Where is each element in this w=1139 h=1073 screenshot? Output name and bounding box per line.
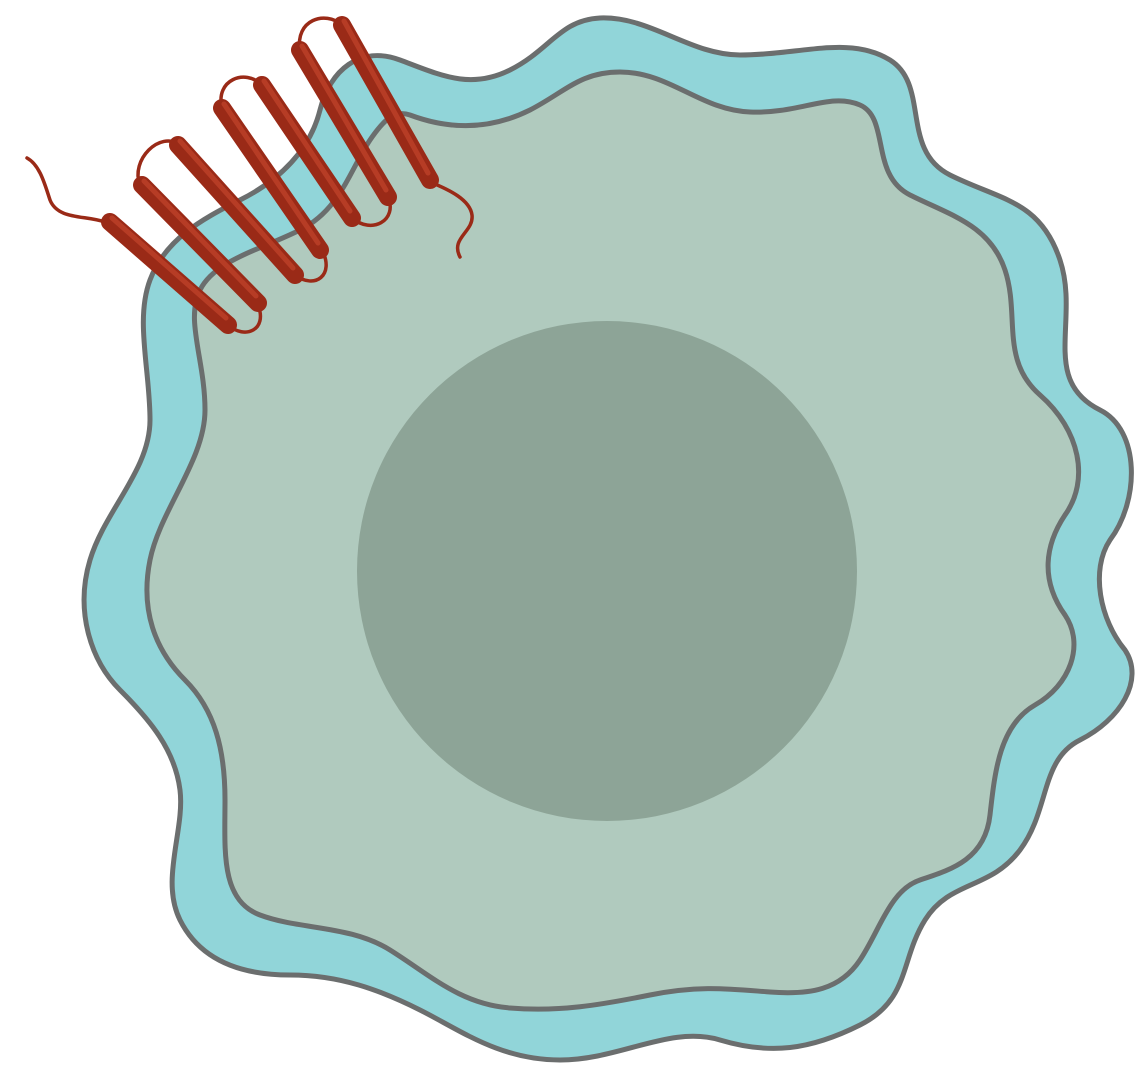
receptor-n-terminus: [27, 158, 105, 222]
cell-nucleus: [357, 321, 857, 821]
